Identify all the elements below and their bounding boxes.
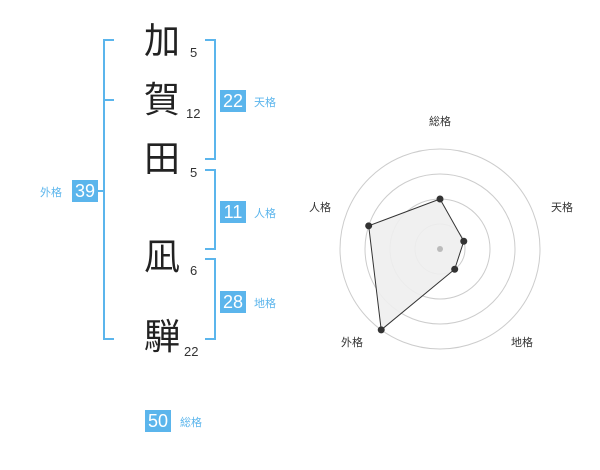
stroke-count-1: 5 (190, 45, 198, 60)
gaikaku-label: 外格 (40, 186, 62, 199)
soukaku-label: 総格 (180, 416, 202, 429)
name-char-4: 凪 (143, 237, 180, 278)
name-char-1: 加 (143, 21, 180, 62)
name-char-5: 騨 (143, 317, 180, 358)
radar-point-2 (460, 237, 468, 245)
tenkaku-label: 天格 (254, 96, 276, 109)
soukaku-value: 50 (145, 410, 172, 432)
radar-center (437, 246, 443, 252)
stroke-count-4: 6 (190, 263, 198, 278)
radar-point-5 (365, 222, 373, 230)
tenkaku-value: 22 (220, 90, 247, 112)
stroke-count-2: 12 (186, 106, 201, 121)
radar-ring (364, 173, 516, 325)
chikaku-label: 地格 (254, 297, 276, 310)
stroke-count-3: 5 (190, 165, 198, 180)
name-char-2: 賀 (143, 80, 180, 121)
radar-axis-label: 天格 (551, 200, 573, 214)
gaikaku-bracket (103, 39, 114, 340)
gaikaku-value: 39 (72, 180, 99, 202)
radar-area (368, 198, 465, 331)
radar-axis-label: 人格 (309, 200, 331, 214)
radar-axis-label: 外格 (341, 335, 363, 349)
jinkaku-value: 11 (220, 201, 246, 223)
radar-point-1 (436, 195, 444, 203)
radar-ring (339, 148, 541, 350)
stroke-count-5: 22 (184, 344, 199, 359)
jinkaku-bracket (205, 169, 216, 250)
radar-axis-label: 地格 (511, 335, 533, 349)
radar-point-4 (377, 326, 385, 334)
chikaku-bracket (205, 258, 216, 340)
chikaku-value: 28 (220, 291, 247, 313)
jinkaku-label: 人格 (254, 207, 276, 220)
radar-axis-label: 総格 (429, 114, 451, 128)
radar-point-3 (451, 265, 459, 273)
name-char-3: 田 (143, 139, 180, 180)
tenkaku-bracket (205, 39, 216, 160)
